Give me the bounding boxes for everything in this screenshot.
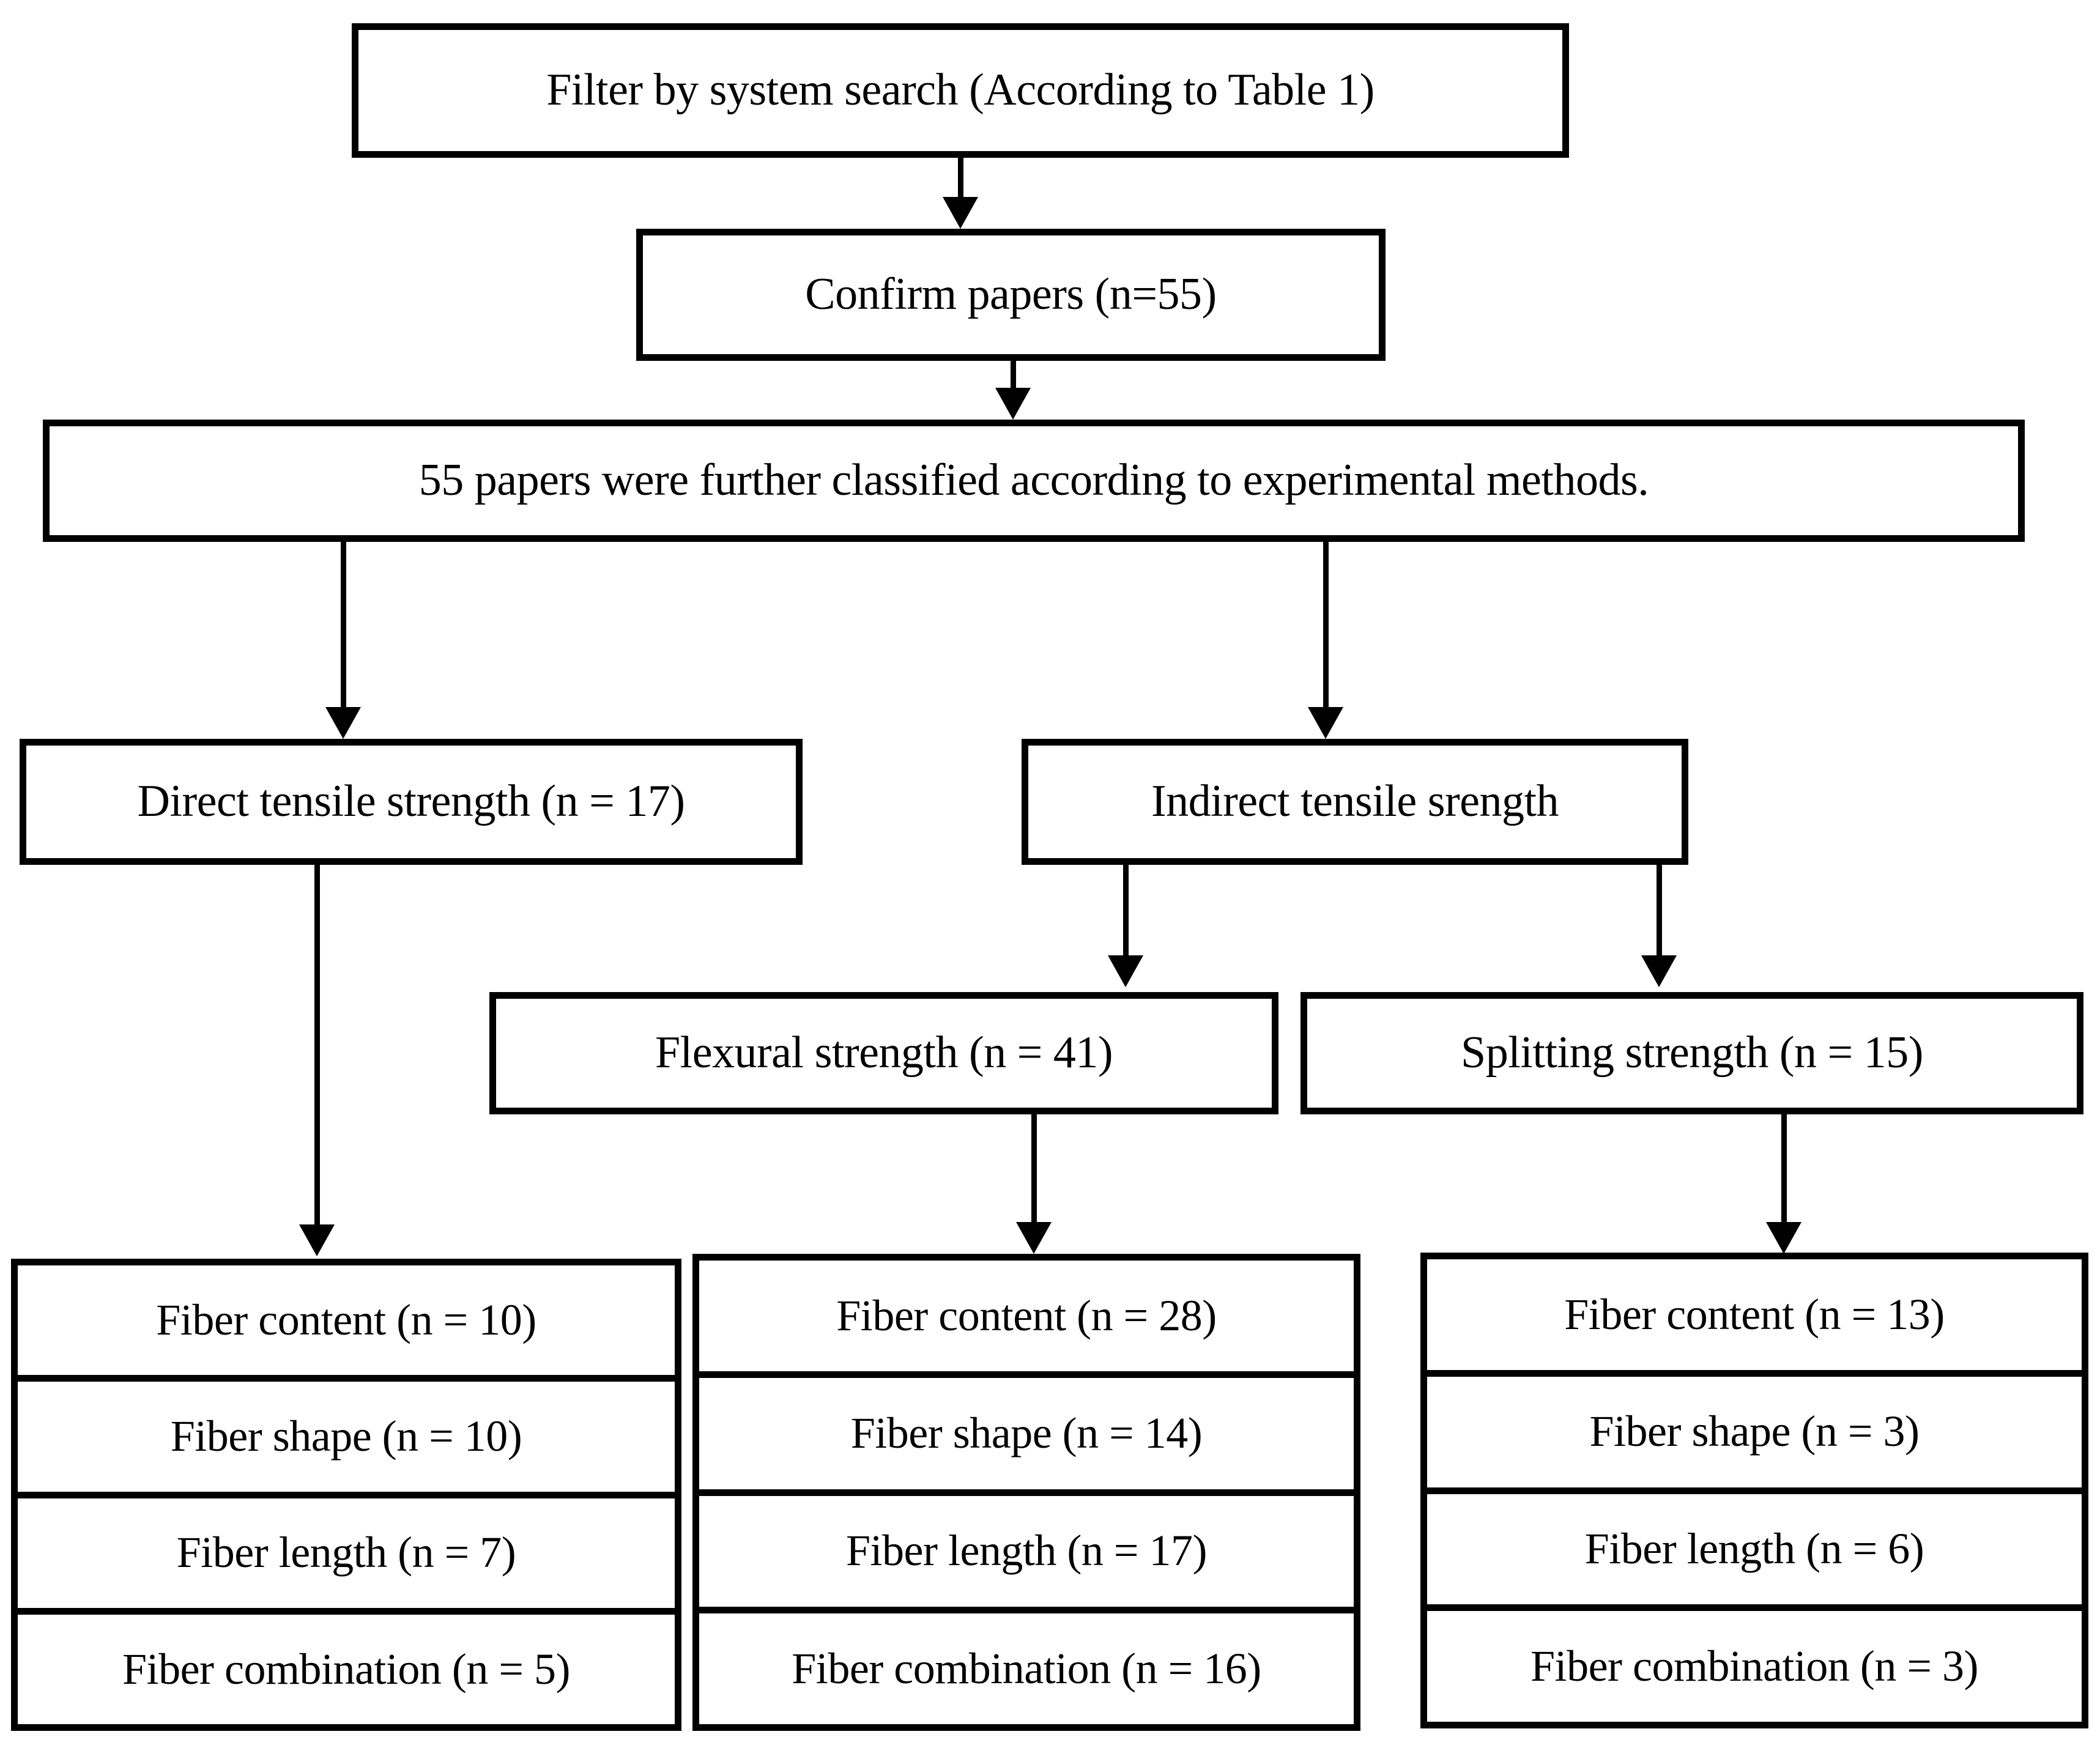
stack-row: Fiber content (n = 13) bbox=[1427, 1259, 2082, 1370]
stack-row: Fiber shape (n = 3) bbox=[1427, 1369, 2082, 1487]
arrowhead-classify-to-direct bbox=[325, 707, 361, 739]
node-direct-tensile-strength: Direct tensile strength (n = 17) bbox=[20, 739, 803, 865]
node-label: Splitting strength (n = 15) bbox=[1461, 1028, 1923, 1078]
stack-row: Fiber content (n = 10) bbox=[18, 1265, 675, 1375]
stack-flexural-factors: Fiber content (n = 28) Fiber shape (n = … bbox=[692, 1254, 1360, 1731]
stack-direct-tensile-factors: Fiber content (n = 10) Fiber shape (n = … bbox=[11, 1259, 681, 1731]
stack-row: Fiber content (n = 28) bbox=[699, 1261, 1354, 1371]
node-label: Confirm papers (n=55) bbox=[805, 269, 1217, 320]
stack-splitting-factors: Fiber content (n = 13) Fiber shape (n = … bbox=[1420, 1253, 2088, 1728]
stack-row: Fiber length (n = 7) bbox=[18, 1491, 675, 1608]
connector-classify-to-indirect bbox=[1323, 542, 1329, 710]
node-flexural-strength: Flexural strength (n = 41) bbox=[489, 992, 1278, 1114]
connector-indirect-to-splitting bbox=[1657, 865, 1662, 958]
connector-filter-to-confirm bbox=[958, 158, 963, 202]
node-splitting-strength: Splitting strength (n = 15) bbox=[1300, 992, 2083, 1114]
stack-row: Fiber combination (n = 16) bbox=[699, 1606, 1354, 1724]
node-filter-by-system-search: Filter by system search (According to Ta… bbox=[352, 23, 1569, 158]
connector-direct-to-stack bbox=[314, 865, 320, 1227]
arrowhead-indirect-to-splitting bbox=[1641, 955, 1677, 987]
node-label: 55 papers were further classified accord… bbox=[418, 455, 1649, 506]
stack-row: Fiber shape (n = 10) bbox=[18, 1375, 675, 1491]
node-55-papers-classified: 55 papers were further classified accord… bbox=[43, 420, 2025, 542]
node-label: Direct tensile strength (n = 17) bbox=[137, 776, 685, 827]
stack-row-label: Fiber combination (n = 5) bbox=[122, 1644, 570, 1694]
stack-row-label: Fiber content (n = 10) bbox=[156, 1295, 536, 1344]
connector-splitting-to-stack bbox=[1781, 1114, 1787, 1224]
stack-row-label: Fiber combination (n = 3) bbox=[1530, 1641, 1978, 1691]
connector-confirm-to-classify bbox=[1011, 361, 1016, 390]
stack-row-label: Fiber shape (n = 10) bbox=[170, 1412, 522, 1461]
connector-classify-to-direct bbox=[341, 542, 346, 710]
stack-row-label: Fiber shape (n = 3) bbox=[1589, 1407, 1920, 1456]
arrowhead-filter-to-confirm bbox=[943, 197, 978, 229]
stack-row: Fiber shape (n = 14) bbox=[699, 1371, 1354, 1489]
arrowhead-flexural-to-stack bbox=[1016, 1222, 1052, 1254]
arrowhead-confirm-to-classify bbox=[995, 388, 1031, 420]
stack-row: Fiber length (n = 6) bbox=[1427, 1487, 2082, 1605]
connector-indirect-to-flexural bbox=[1123, 865, 1129, 958]
node-confirm-papers: Confirm papers (n=55) bbox=[636, 229, 1386, 361]
stack-row-label: Fiber content (n = 28) bbox=[836, 1291, 1217, 1340]
node-label: Flexural strength (n = 41) bbox=[655, 1028, 1113, 1078]
stack-row: Fiber length (n = 17) bbox=[699, 1489, 1354, 1607]
stack-row-label: Fiber combination (n = 16) bbox=[792, 1643, 1261, 1693]
node-indirect-tensile-strength: Indirect tensile srength bbox=[1022, 739, 1688, 865]
arrowhead-splitting-to-stack bbox=[1766, 1222, 1801, 1254]
node-label: Filter by system search (According to Ta… bbox=[546, 65, 1375, 116]
arrowhead-indirect-to-flexural bbox=[1108, 955, 1143, 987]
stack-row-label: Fiber length (n = 17) bbox=[845, 1526, 1208, 1576]
arrowhead-classify-to-indirect bbox=[1308, 707, 1343, 739]
stack-row-label: Fiber length (n = 6) bbox=[1584, 1524, 1924, 1574]
connector-flexural-to-stack bbox=[1031, 1114, 1037, 1224]
arrowhead-direct-to-stack bbox=[299, 1224, 335, 1256]
stack-row: Fiber combination (n = 5) bbox=[18, 1607, 675, 1724]
stack-row-label: Fiber shape (n = 14) bbox=[850, 1409, 1203, 1458]
stack-row-label: Fiber content (n = 13) bbox=[1564, 1289, 1945, 1339]
node-label: Indirect tensile srength bbox=[1151, 776, 1559, 827]
stack-row: Fiber combination (n = 3) bbox=[1427, 1604, 2082, 1722]
stack-row-label: Fiber length (n = 7) bbox=[176, 1528, 516, 1577]
